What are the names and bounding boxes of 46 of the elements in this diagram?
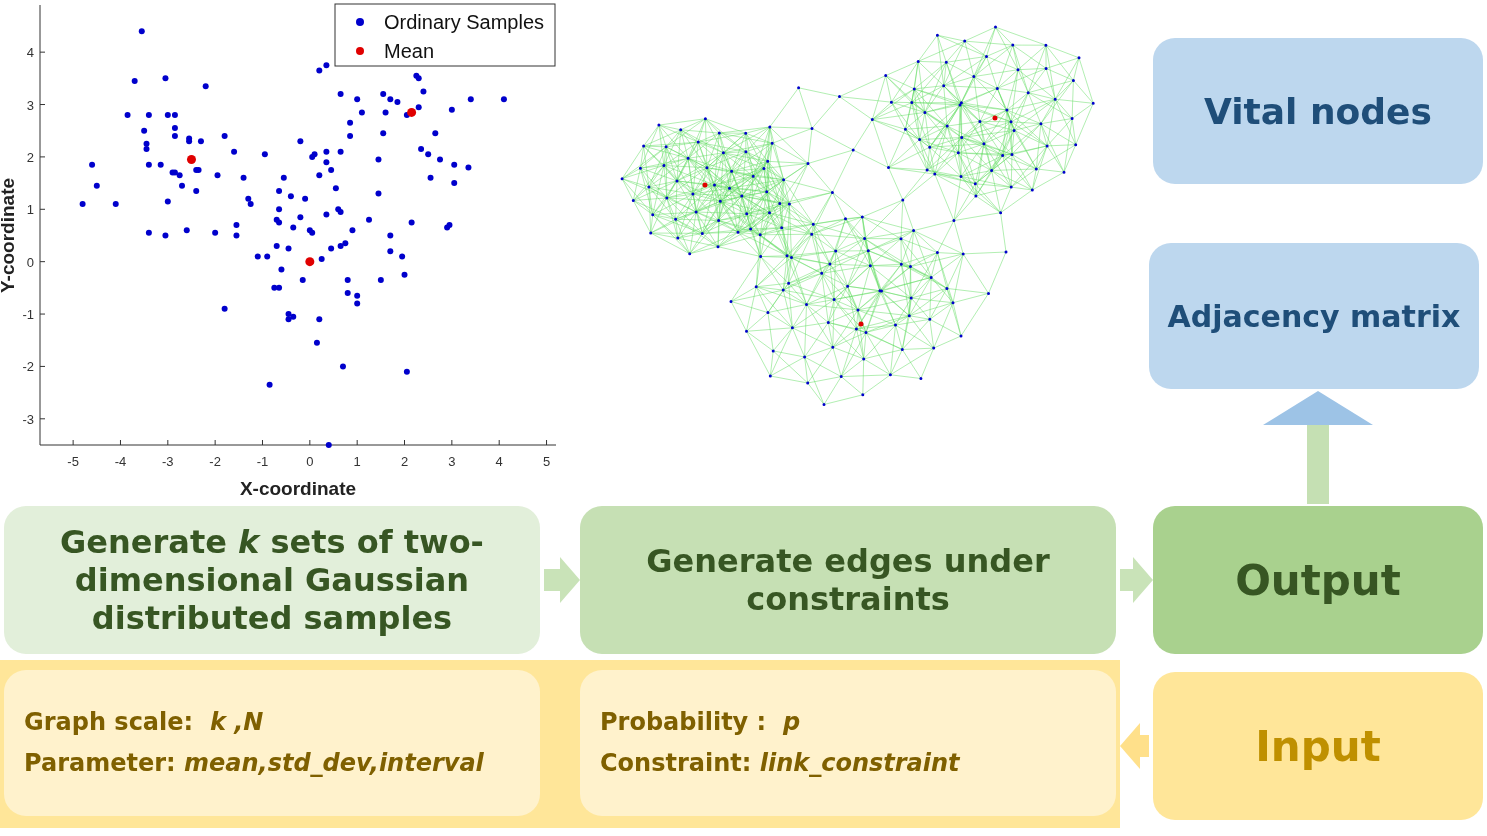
process-box xyxy=(4,506,540,654)
parameter-text: Graph scale: k ,N xyxy=(24,707,264,739)
tick-label: -1 xyxy=(256,454,269,469)
tick-label: 3 xyxy=(26,97,34,113)
box-title: Output xyxy=(1235,555,1401,605)
parameter-box xyxy=(580,670,1116,816)
tick-label: 0 xyxy=(26,254,34,270)
parameter-text: Probability : p xyxy=(600,707,801,739)
arrow xyxy=(1120,557,1153,603)
axis-title: X-coordinate xyxy=(239,478,357,499)
axis-title: Y-coordinate xyxy=(0,177,18,293)
tick-label: 4 xyxy=(495,454,503,469)
input-band xyxy=(0,660,1120,828)
tick-label: -3 xyxy=(162,454,174,469)
arrow xyxy=(1120,723,1149,769)
parameter-box xyxy=(4,670,540,816)
tick-label: 5 xyxy=(542,454,551,469)
output-box xyxy=(1153,506,1483,654)
box-title: Generate edges under constraints xyxy=(645,542,1051,618)
legend-label: Mean xyxy=(384,40,435,62)
tick-label: -4 xyxy=(114,454,127,469)
tick-label: 1 xyxy=(26,202,34,218)
box-title: Generate k sets of two-dimensional Gaussian distributed samples xyxy=(59,523,485,637)
tick-label: -2 xyxy=(209,454,221,469)
box-title: Input xyxy=(1255,721,1381,771)
parameter-text: Parameter: mean,std_dev,interval xyxy=(24,748,484,779)
tick-label: -3 xyxy=(22,411,34,427)
tick-label: -1 xyxy=(22,307,34,323)
tick-label: 4 xyxy=(26,45,34,61)
box-title: Vital nodes xyxy=(1204,90,1432,132)
legend-label: Ordinary Samples xyxy=(384,11,545,33)
parameter-text: Constraint: link_constraint xyxy=(600,748,960,779)
tick-label: 0 xyxy=(306,454,314,469)
tick-label: 2 xyxy=(400,454,409,469)
tick-label: -5 xyxy=(67,454,79,469)
output-box xyxy=(1149,243,1479,389)
box-title: Adjacency matrix xyxy=(1167,298,1461,334)
process-box xyxy=(580,506,1116,654)
tick-label: -2 xyxy=(22,359,34,375)
output-box xyxy=(1153,38,1483,184)
arrow xyxy=(544,557,580,603)
tick-label: 1 xyxy=(353,454,361,469)
arrow xyxy=(1263,391,1373,504)
tick-label: 2 xyxy=(26,149,34,165)
tick-label: 3 xyxy=(448,454,456,469)
input-box xyxy=(1153,672,1483,820)
